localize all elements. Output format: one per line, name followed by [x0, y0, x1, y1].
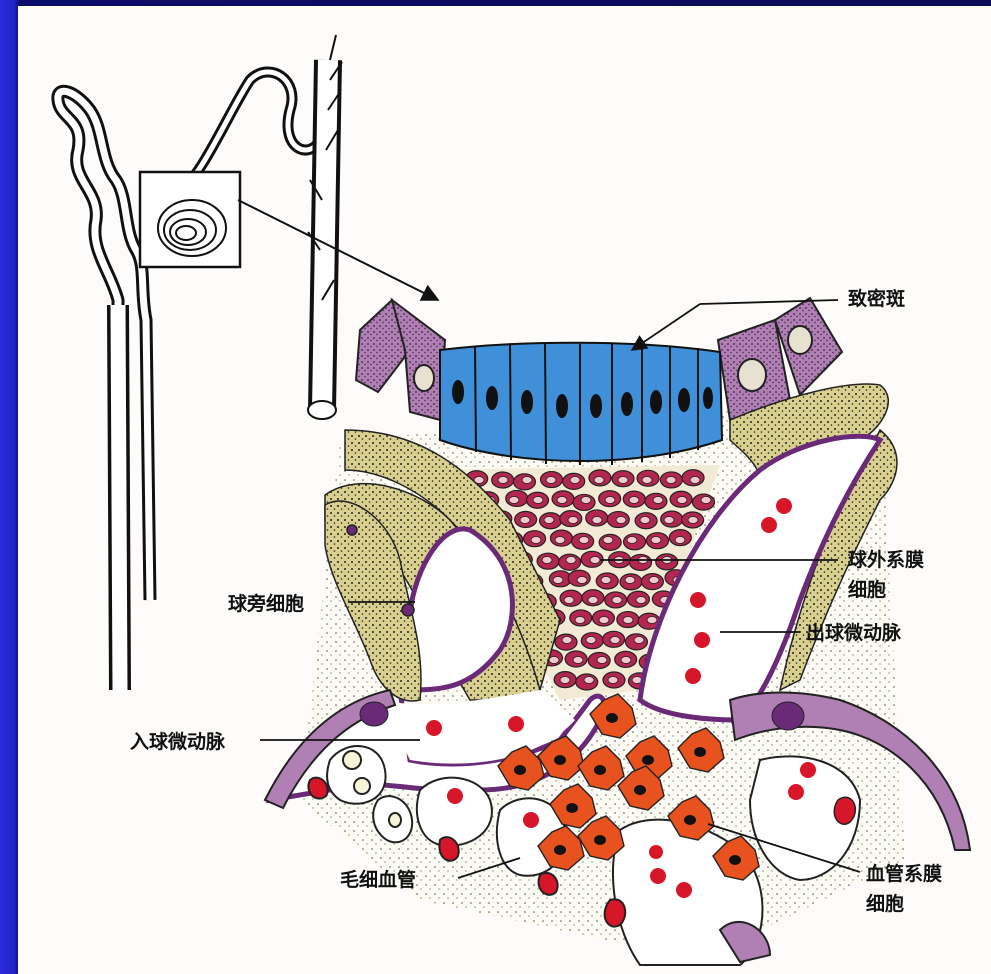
macula-densa	[440, 343, 722, 465]
mesangial-cell-nucleus	[544, 517, 554, 524]
vascular-mesangial-nucleus	[684, 815, 696, 825]
mesangial-cell-nucleus	[601, 577, 611, 584]
mesangial-cell-nucleus	[564, 597, 574, 604]
mesangial-cell-nucleus	[642, 477, 652, 484]
mesangial-cell-nucleus	[621, 657, 631, 664]
mesangial-cell-nucleus	[555, 537, 565, 544]
mesangial-cell-nucleus	[623, 617, 633, 624]
mesangial-cell-nucleus	[688, 517, 698, 524]
label-afferent-arteriole: 入球微动脉	[130, 730, 226, 753]
label-vascular-mesangial-2: 细胞	[866, 892, 904, 915]
mesangial-cell-nucleus	[533, 497, 543, 504]
mesangial-cell-nucleus	[599, 617, 609, 624]
tubule-loop-left	[58, 91, 150, 690]
mesangial-cell-nucleus	[553, 577, 563, 584]
mesangial-cell-nucleus	[636, 597, 646, 604]
mesangial-cell-nucleus	[664, 517, 674, 524]
mesangial-cell-nucleus	[653, 497, 663, 504]
label-capillary: 毛细血管	[340, 868, 416, 891]
mesangial-cell-nucleus	[616, 517, 626, 524]
mesangial-cell-nucleus	[579, 537, 589, 544]
vascular-mesangial-nucleus	[554, 755, 566, 765]
vascular-mesangial-nucleus	[634, 785, 646, 795]
mesangial-cell-nucleus	[557, 497, 567, 504]
mesangial-cell-nucleus	[634, 637, 644, 644]
mesangial-cell-nucleus	[640, 517, 650, 524]
mesangial-cell-nucleus	[605, 497, 615, 504]
mesangial-cell-nucleus	[666, 477, 676, 484]
vascular-mesangial-nucleus	[594, 765, 606, 775]
label-extraglomerular-mesangial-1: 球外系膜	[848, 548, 924, 571]
label-efferent-arteriole: 出球微动脉	[806, 621, 902, 644]
vascular-mesangial-nucleus	[642, 755, 654, 765]
mesangial-cell-nucleus	[649, 577, 659, 584]
diagram-panel: 致密斑 球外系膜 细胞 球旁细胞 出球微动脉 入球微动脉 毛细血管 血管系膜 细…	[18, 6, 991, 974]
vascular-mesangial-nucleus	[729, 855, 741, 865]
mesangial-cell-nucleus	[647, 617, 657, 624]
mesangial-cell-nucleus	[597, 657, 607, 664]
mesangial-cell-nucleus	[549, 657, 559, 664]
vascular-mesangial-nucleus	[554, 845, 566, 855]
mesangial-cell-nucleus	[608, 677, 618, 684]
mesangial-cell-nucleus	[588, 597, 598, 604]
mesangial-cell-nucleus	[625, 577, 635, 584]
mesangial-cell-nucleus	[520, 517, 530, 524]
label-extraglomerular-mesangial-2: 细胞	[848, 578, 886, 601]
mesangial-cell-nucleus	[610, 637, 620, 644]
mesangial-cell-nucleus	[562, 637, 572, 644]
mesangial-cell-nucleus	[612, 597, 622, 604]
vascular-mesangial-nucleus	[606, 713, 618, 723]
mesangial-cell-nucleus	[573, 657, 583, 664]
mesangial-cell-nucleus	[592, 517, 602, 524]
distal-tubule-cells-left	[356, 300, 445, 420]
mesangial-cell-nucleus	[560, 677, 570, 684]
vascular-mesangial-nucleus	[514, 765, 526, 775]
vascular-mesangial-nucleus	[694, 747, 706, 757]
mesangial-cell-nucleus	[570, 477, 580, 484]
mesangial-cell-nucleus	[675, 537, 685, 544]
label-macula-densa: 致密斑	[848, 287, 905, 310]
vascular-mesangial-nucleus	[594, 835, 606, 845]
mesangial-cell-nucleus	[498, 477, 508, 484]
mesangial-cell-nucleus	[531, 537, 541, 544]
mesangial-cell-nucleus	[651, 537, 661, 544]
mesangial-cell-nucleus	[627, 537, 637, 544]
mesangial-cell-nucleus	[546, 477, 556, 484]
label-juxtaglomerular-cells: 球旁细胞	[228, 592, 304, 615]
juxtaglomerular-diagram: 致密斑 球外系膜 细胞 球旁细胞 出球微动脉 入球微动脉 毛细血管 血管系膜 细…	[18, 6, 991, 974]
mesangial-cell-nucleus	[542, 557, 552, 564]
mesangial-cell-nucleus	[586, 637, 596, 644]
mesangial-cell-nucleus	[618, 477, 628, 484]
mesangial-cell-nucleus	[566, 557, 576, 564]
label-vascular-mesangial-1: 血管系膜	[866, 862, 942, 885]
mesangial-cell-nucleus	[701, 497, 711, 504]
mesangial-cell-nucleus	[522, 477, 532, 484]
mesangial-cell-nucleus	[594, 477, 604, 484]
mesangial-cell-nucleus	[509, 497, 519, 504]
mesangial-cell-nucleus	[577, 577, 587, 584]
mesangial-cell-nucleus	[590, 557, 600, 564]
mesangial-cell-nucleus	[581, 497, 591, 504]
mesangial-cell-nucleus	[603, 537, 613, 544]
vascular-mesangial-nucleus	[566, 803, 578, 813]
mesangial-cell-nucleus	[575, 617, 585, 624]
mesangial-cell-nucleus	[677, 497, 687, 504]
mesangial-cell-nucleus	[568, 517, 578, 524]
mesangial-cell-nucleus	[690, 477, 700, 484]
mesangial-cell-nucleus	[584, 677, 594, 684]
mesangial-cell-nucleus	[629, 497, 639, 504]
